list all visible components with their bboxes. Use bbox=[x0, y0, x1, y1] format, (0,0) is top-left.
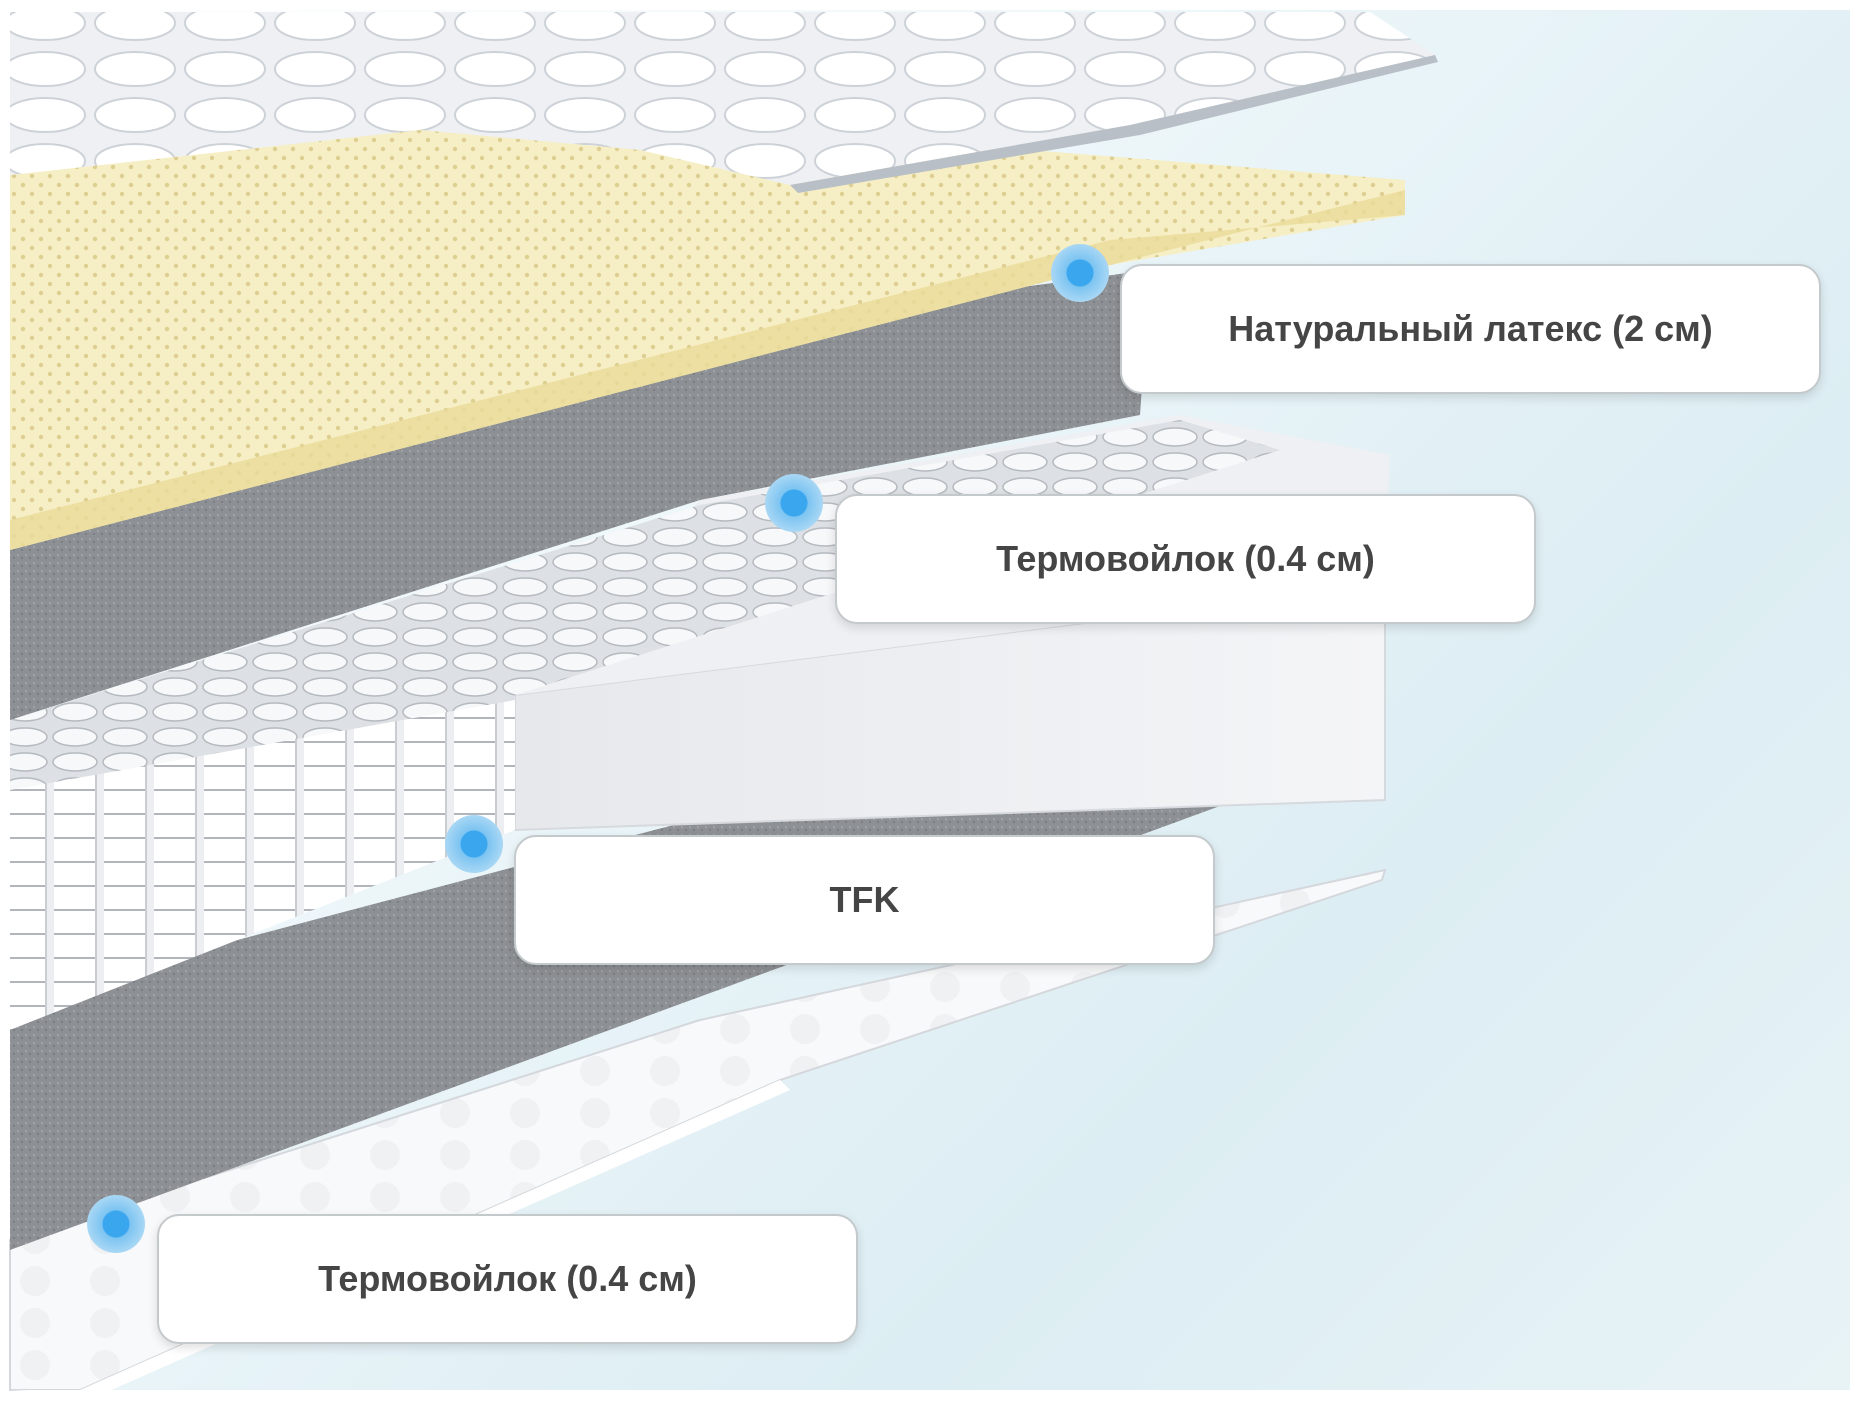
bottom-felt-label-text: Термовойлок (0.4 см) bbox=[318, 1258, 697, 1299]
springs-label-text: TFK bbox=[829, 879, 900, 920]
top-felt-label-text: Термовойлок (0.4 см) bbox=[996, 538, 1375, 579]
latex-label-text: Натуральный латекс (2 см) bbox=[1228, 308, 1713, 349]
quilted-top-cover bbox=[10, 12, 1435, 185]
latex-label: Натуральный латекс (2 см) bbox=[1120, 264, 1821, 394]
top-felt-marker[interactable] bbox=[765, 474, 823, 532]
top-felt-label: Термовойлок (0.4 см) bbox=[835, 494, 1536, 624]
springs-marker[interactable] bbox=[445, 815, 503, 873]
bottom-felt-label: Термовойлок (0.4 см) bbox=[157, 1214, 858, 1344]
top-felt-layer bbox=[10, 270, 1150, 720]
spring-sides bbox=[10, 700, 515, 1030]
latex-marker[interactable] bbox=[1051, 244, 1109, 302]
springs-label: TFK bbox=[514, 835, 1215, 965]
bottom-felt-marker[interactable] bbox=[87, 1195, 145, 1253]
